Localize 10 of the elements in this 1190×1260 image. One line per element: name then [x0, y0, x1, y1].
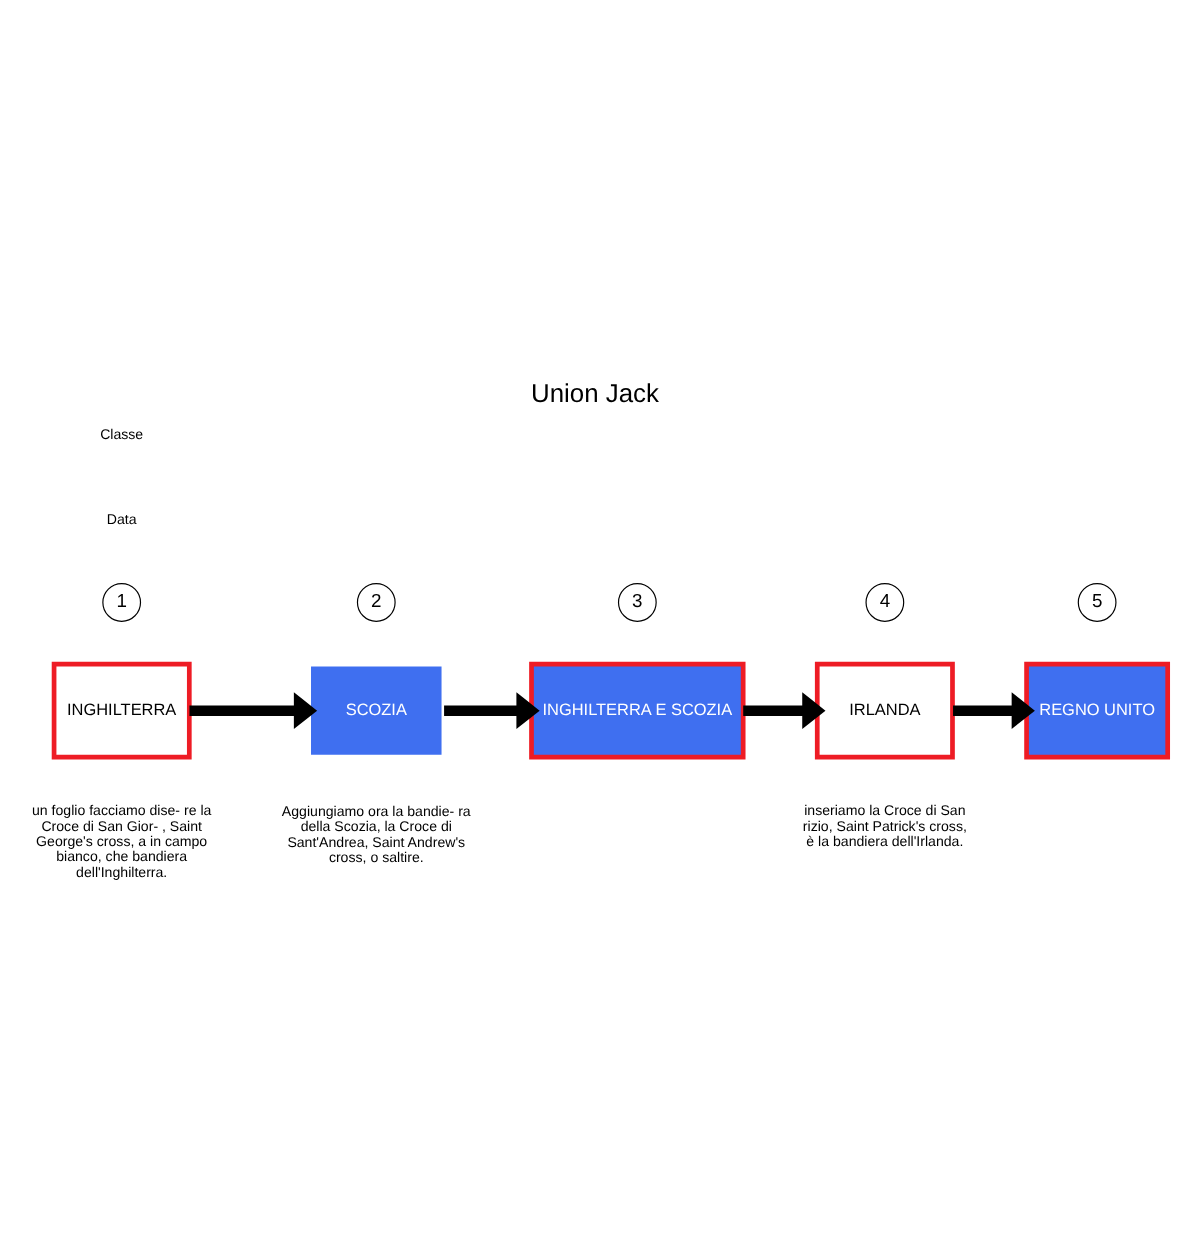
- node-label: 4: [879, 587, 891, 610]
- node-label: 2: [371, 587, 382, 610]
- arrow: [953, 691, 1035, 728]
- arrow: [189, 691, 318, 728]
- diagram-title: Union Jack: [531, 377, 659, 408]
- node-label: 1: [116, 587, 127, 610]
- node-label: 3: [632, 587, 643, 610]
- arrow: [743, 691, 826, 728]
- arrow: [444, 691, 540, 728]
- node-label: 5: [1091, 587, 1103, 610]
